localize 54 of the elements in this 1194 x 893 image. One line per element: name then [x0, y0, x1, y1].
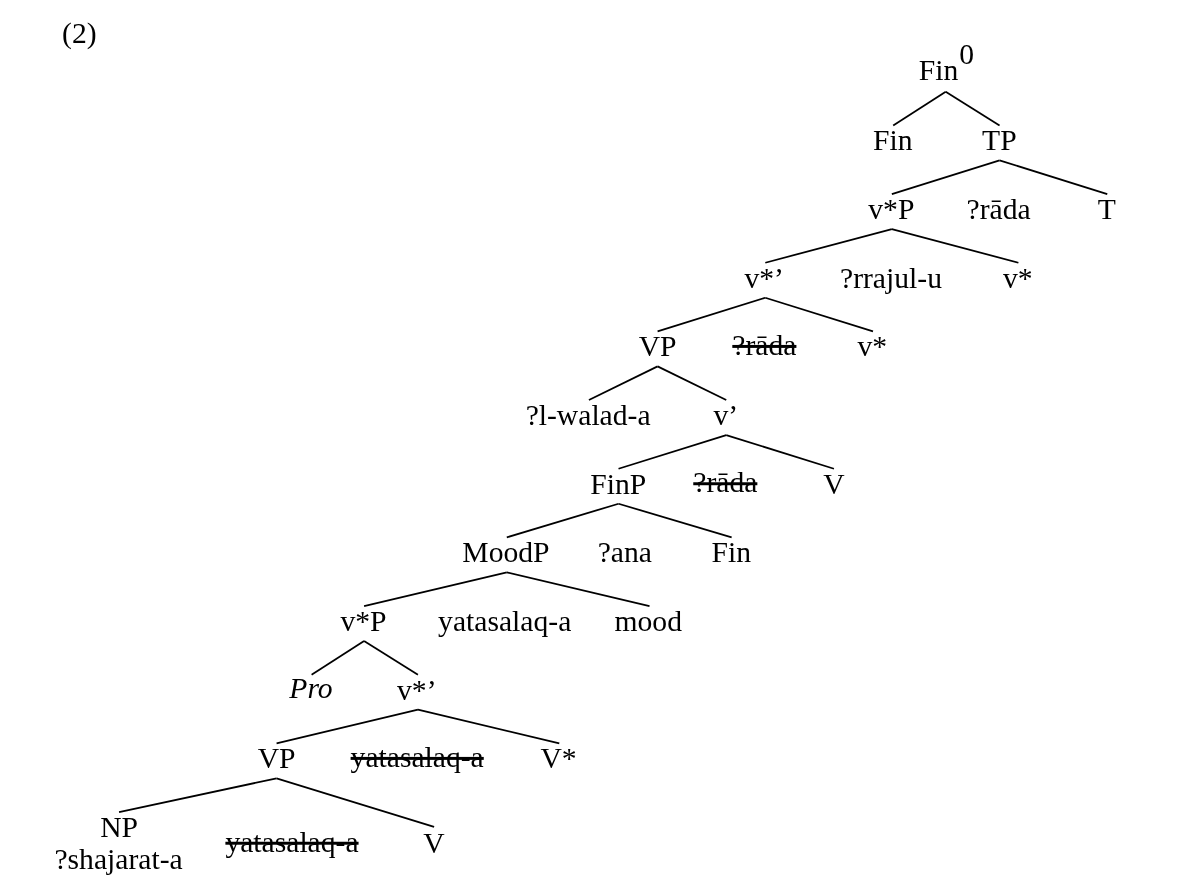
node-text: v* [857, 330, 888, 363]
connector [764, 296, 874, 333]
connector [363, 640, 419, 676]
label: ?rāda [732, 329, 797, 362]
node-text: FinP [590, 467, 647, 500]
connector [656, 365, 728, 401]
label: ?ana [597, 536, 652, 569]
node-text: Fin [711, 536, 751, 569]
node-text: TP [982, 124, 1017, 157]
node-text: V* [540, 742, 577, 775]
connector [505, 571, 651, 607]
connector [656, 296, 767, 333]
node-text: v*’ [397, 673, 437, 706]
node-text: V [823, 467, 845, 500]
label: yatasalaq-a [225, 825, 359, 858]
connector [998, 159, 1109, 195]
node-text: v* [1002, 261, 1033, 294]
connector [310, 640, 365, 676]
label: yatasalaq-a [350, 741, 484, 774]
connector [588, 365, 659, 401]
node-text: Pro [289, 672, 333, 705]
node-text: Fin [873, 124, 913, 157]
node-text: v*P [868, 193, 915, 226]
node-text: mood [614, 605, 682, 638]
node-text: v*P [340, 605, 387, 638]
connector [617, 502, 733, 539]
connector [764, 228, 893, 264]
node-text: V [423, 827, 445, 860]
connector [363, 571, 508, 607]
node-label: ?shajarat-a [54, 843, 183, 876]
connector [890, 159, 1001, 195]
node-text: T [1097, 193, 1116, 226]
connector [505, 502, 620, 539]
node-text: v’ [713, 399, 739, 432]
label: ?rrajul-u [840, 261, 942, 294]
node-text: VP [257, 742, 296, 775]
label: ?rāda [966, 193, 1031, 226]
connector [275, 777, 435, 828]
connector [725, 434, 835, 470]
node-text: VP [638, 330, 677, 363]
node-text: NP [100, 811, 139, 844]
connector [118, 777, 278, 813]
connector [617, 434, 728, 470]
node-text: v*’ [744, 261, 784, 294]
label: ?rāda [693, 466, 758, 499]
connector [944, 90, 1001, 127]
connector [892, 90, 947, 127]
connector [275, 708, 419, 745]
connector [890, 228, 1020, 264]
label: yatasalaq-a [438, 605, 572, 638]
node-text: MoodP [462, 536, 550, 569]
connector [417, 708, 561, 745]
node-text: ?l-walad-a [525, 399, 651, 432]
diagram-title: (2) [62, 16, 97, 49]
